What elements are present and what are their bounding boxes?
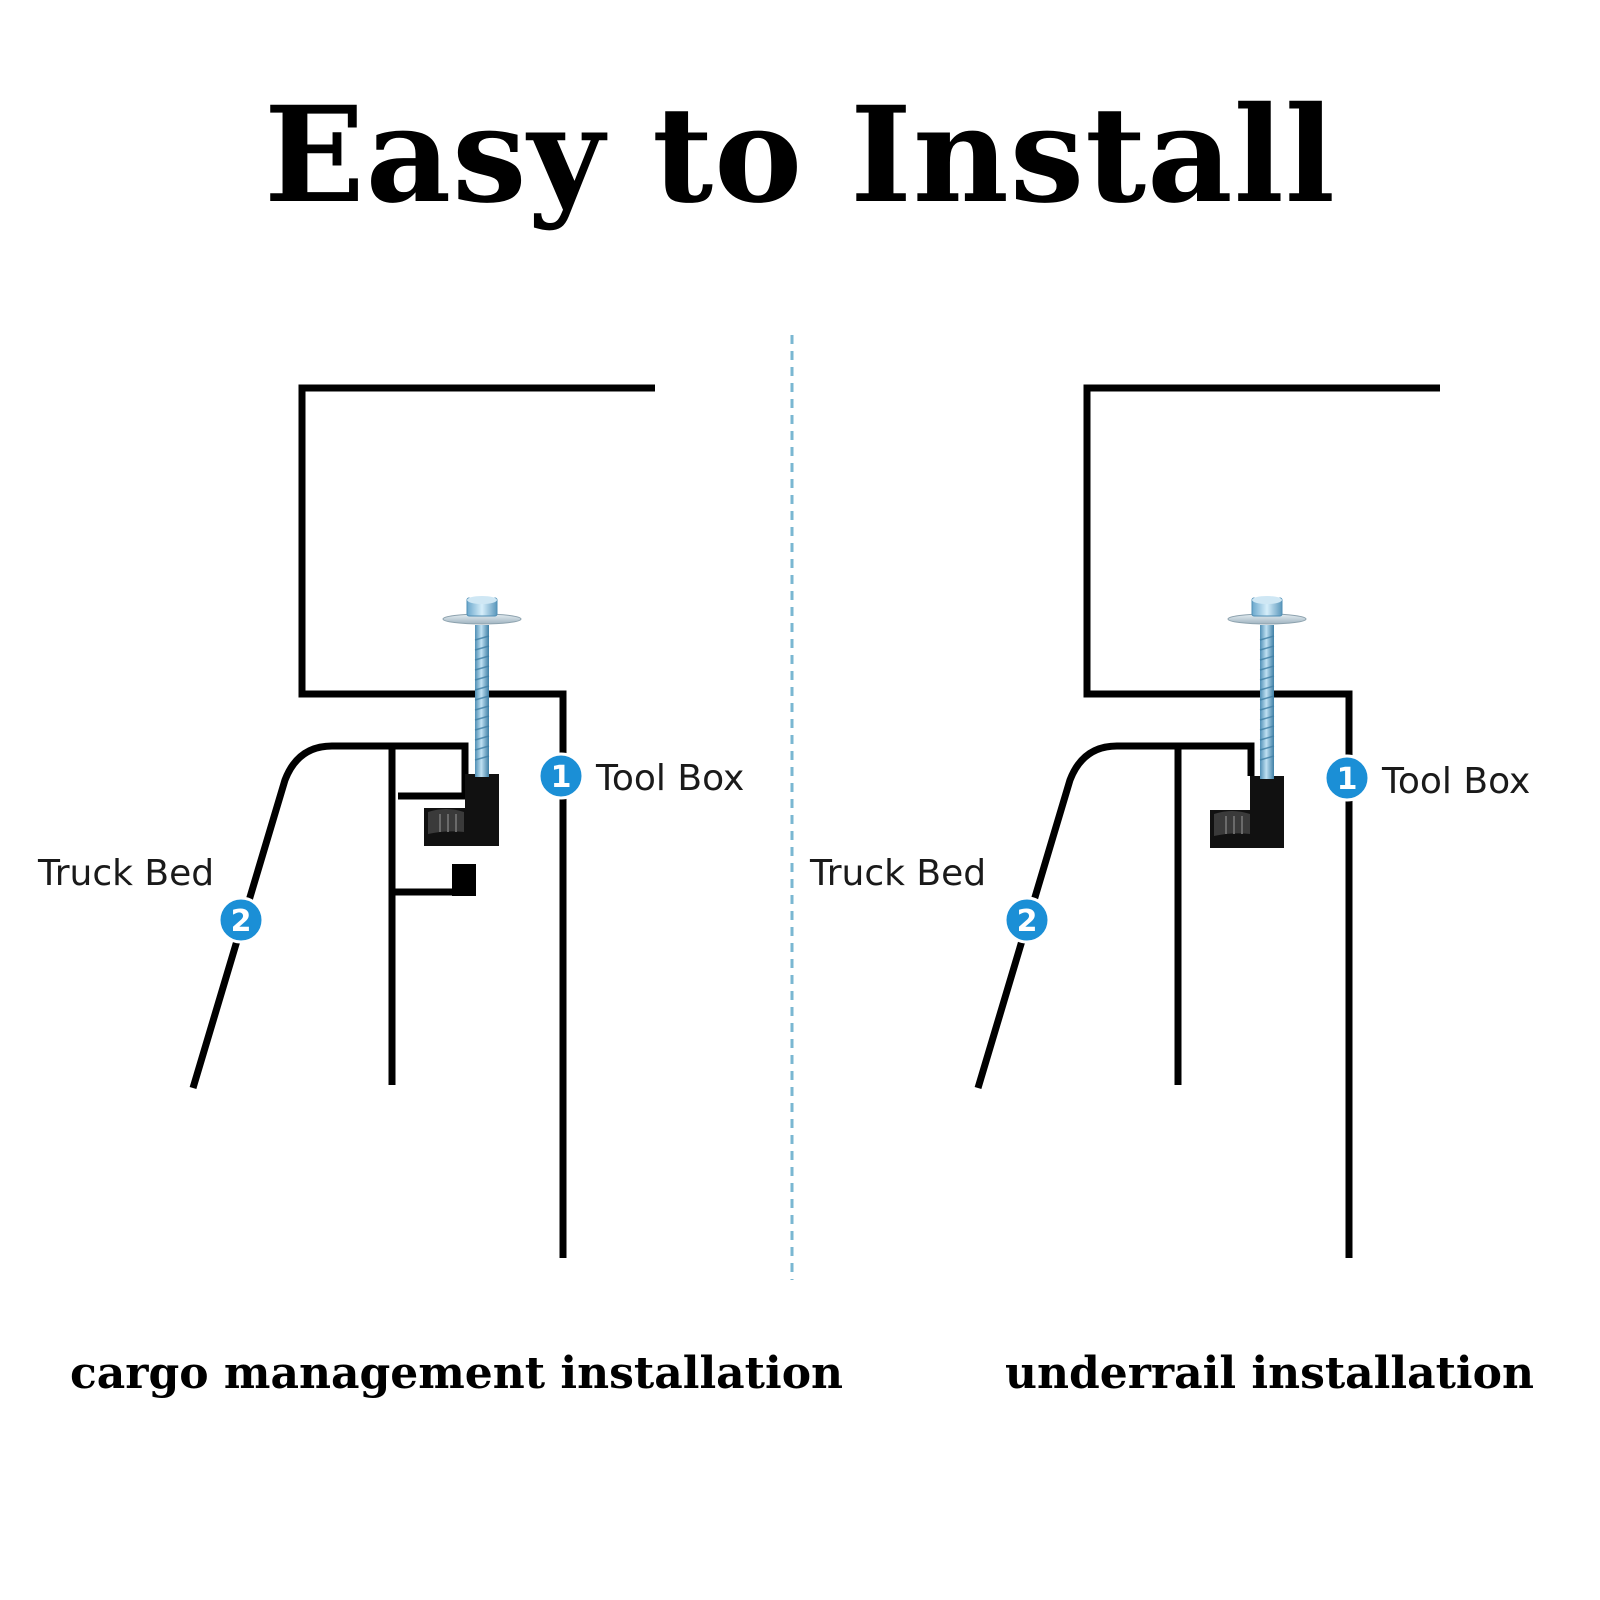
left-panel: 1 Tool Box 2 Truck Bed <box>37 384 744 1258</box>
svg-text:2: 2 <box>1017 904 1038 939</box>
right-panel: 1 Tool Box 2 Truck Bed <box>809 384 1530 1258</box>
j-clamp <box>1210 776 1284 848</box>
tool-box-outline <box>298 384 655 1258</box>
truck-bed-rail <box>189 742 469 1090</box>
tool-box-badge: 1 <box>1323 754 1371 802</box>
truck-bed-label: Truck Bed <box>37 853 214 894</box>
truck-bed-label: Truck Bed <box>809 853 986 894</box>
tool-box-badge: 1 <box>537 752 585 800</box>
svg-text:1: 1 <box>1337 762 1358 797</box>
truck-bed-badge: 2 <box>1003 896 1051 944</box>
j-clamp <box>424 774 499 846</box>
bolt <box>442 596 522 777</box>
bolt <box>1227 596 1307 779</box>
right-caption: underrail installation <box>1005 1348 1534 1399</box>
channel-lip <box>452 864 476 896</box>
truck-bed-badge: 2 <box>217 896 265 944</box>
svg-text:2: 2 <box>231 904 252 939</box>
tool-box-label: Tool Box <box>595 758 744 799</box>
page-title: Easy to Install <box>264 78 1336 233</box>
left-caption: cargo management installation <box>70 1348 844 1399</box>
tool-box-outline <box>1083 384 1440 1258</box>
svg-text:1: 1 <box>551 760 572 795</box>
truck-bed-rail <box>974 742 1255 1090</box>
tool-box-label: Tool Box <box>1381 761 1530 802</box>
